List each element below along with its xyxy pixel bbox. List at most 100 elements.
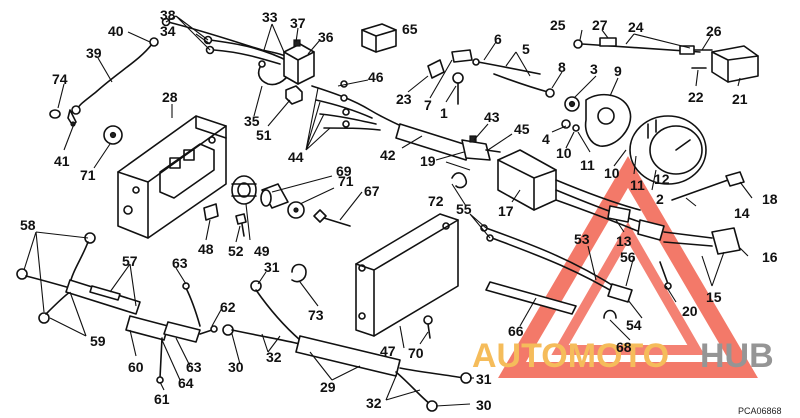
callout-73: 73 (308, 307, 324, 323)
switch-43 (461, 135, 501, 161)
screw-52 (235, 213, 247, 237)
callout-63a: 63 (172, 255, 188, 271)
callout-17: 17 (498, 203, 514, 219)
leader-lines (23, 15, 753, 407)
callout-39: 39 (86, 45, 102, 61)
callout-42: 42 (380, 147, 396, 163)
callout-7: 7 (424, 97, 432, 113)
lead-14 (671, 179, 729, 201)
gauge-2 (629, 115, 707, 185)
callout-32b: 32 (366, 395, 382, 411)
washer-4 (561, 119, 571, 129)
callout-25: 25 (550, 17, 566, 33)
callout-10a: 10 (556, 145, 572, 161)
screw-1 (452, 72, 464, 105)
connector-21 (711, 45, 759, 83)
harness-38 (161, 17, 291, 65)
callout-51: 51 (256, 127, 272, 143)
callout-60: 60 (128, 359, 144, 375)
watermark-text-automoto: AUTOMOTO (472, 337, 669, 375)
callout-31b: 31 (476, 371, 492, 387)
callout-71a: 71 (80, 167, 96, 183)
callout-59: 59 (90, 333, 106, 349)
callout-30a: 30 (228, 359, 244, 375)
callout-46: 46 (368, 69, 384, 85)
callout-53: 53 (574, 231, 590, 247)
callout-55: 55 (456, 201, 472, 217)
battery-cables-58 (16, 232, 141, 324)
callout-33: 33 (262, 9, 278, 25)
callout-65: 65 (402, 21, 418, 37)
callout-9: 9 (614, 63, 622, 79)
callout-57: 57 (122, 253, 138, 269)
ground-strap (71, 37, 159, 115)
watermark-text-hub: HUB (700, 337, 774, 375)
callout-61: 61 (154, 391, 170, 407)
callout-68: 68 (616, 339, 632, 355)
callout-18: 18 (762, 191, 778, 207)
callout-29: 29 (320, 379, 336, 395)
boot-13 (607, 205, 631, 223)
clip-72 (451, 172, 468, 189)
fuse-holder-63 (125, 282, 218, 384)
callout-63b: 63 (186, 359, 202, 375)
callout-56: 56 (620, 249, 636, 265)
callout-4: 4 (542, 131, 550, 147)
callout-66: 66 (508, 323, 524, 339)
watermark-triangle (498, 156, 758, 378)
callout-15: 15 (706, 289, 722, 305)
sleeve-66 (485, 281, 577, 315)
lead-assembly-24 (573, 37, 713, 55)
callout-3: 3 (590, 61, 598, 77)
callout-43: 43 (484, 109, 500, 125)
callout-69: 69 (336, 163, 352, 179)
grommet-49 (231, 175, 257, 205)
callout-49: 49 (254, 243, 270, 259)
callout-26: 26 (706, 23, 722, 39)
callout-8: 8 (558, 59, 566, 75)
callout-12: 12 (654, 171, 670, 187)
callout-67: 67 (364, 183, 380, 199)
connector-16 (663, 227, 741, 255)
callout-22: 22 (688, 89, 704, 105)
clip-68 (603, 309, 617, 319)
lead-5 (477, 61, 541, 75)
catalog-code: PCA06868 (738, 406, 782, 416)
clip-48 (203, 203, 219, 221)
bolt-67 (313, 209, 351, 227)
callout-74: 74 (52, 71, 68, 87)
washer-10a (572, 124, 580, 132)
callout-48: 48 (198, 241, 214, 257)
callout-28: 28 (162, 89, 178, 105)
solenoid-36 (283, 39, 315, 85)
callout-16: 16 (762, 249, 778, 265)
callout-35: 35 (244, 113, 260, 129)
callout-6: 6 (494, 31, 502, 47)
callout-34: 34 (160, 23, 176, 39)
callout-32a: 32 (266, 349, 282, 365)
callout-labels: 38 33 40 34 37 65 36 39 74 28 41 71 35 5… (20, 7, 782, 416)
callout-13: 13 (616, 233, 632, 249)
callout-27: 27 (592, 17, 608, 33)
callout-45: 45 (514, 121, 530, 137)
callout-1: 1 (440, 105, 448, 121)
callout-71b: 71 (338, 173, 354, 189)
callout-31a: 31 (264, 259, 280, 275)
callout-47: 47 (380, 343, 396, 359)
clip-7 (451, 49, 473, 63)
plug-69 (260, 183, 289, 209)
callout-36: 36 (318, 29, 334, 45)
plug-51 (285, 85, 303, 105)
relay-65 (361, 23, 397, 53)
ignition-switch-17 (497, 149, 641, 233)
callout-62: 62 (220, 299, 236, 315)
module-47 (355, 213, 459, 337)
callout-52: 52 (228, 243, 244, 259)
callout-72: 72 (428, 193, 444, 209)
callout-10b: 10 (604, 165, 620, 181)
callout-23: 23 (396, 91, 412, 107)
callout-40: 40 (108, 23, 124, 39)
screw-70 (423, 315, 433, 339)
parts-artwork (16, 17, 759, 412)
